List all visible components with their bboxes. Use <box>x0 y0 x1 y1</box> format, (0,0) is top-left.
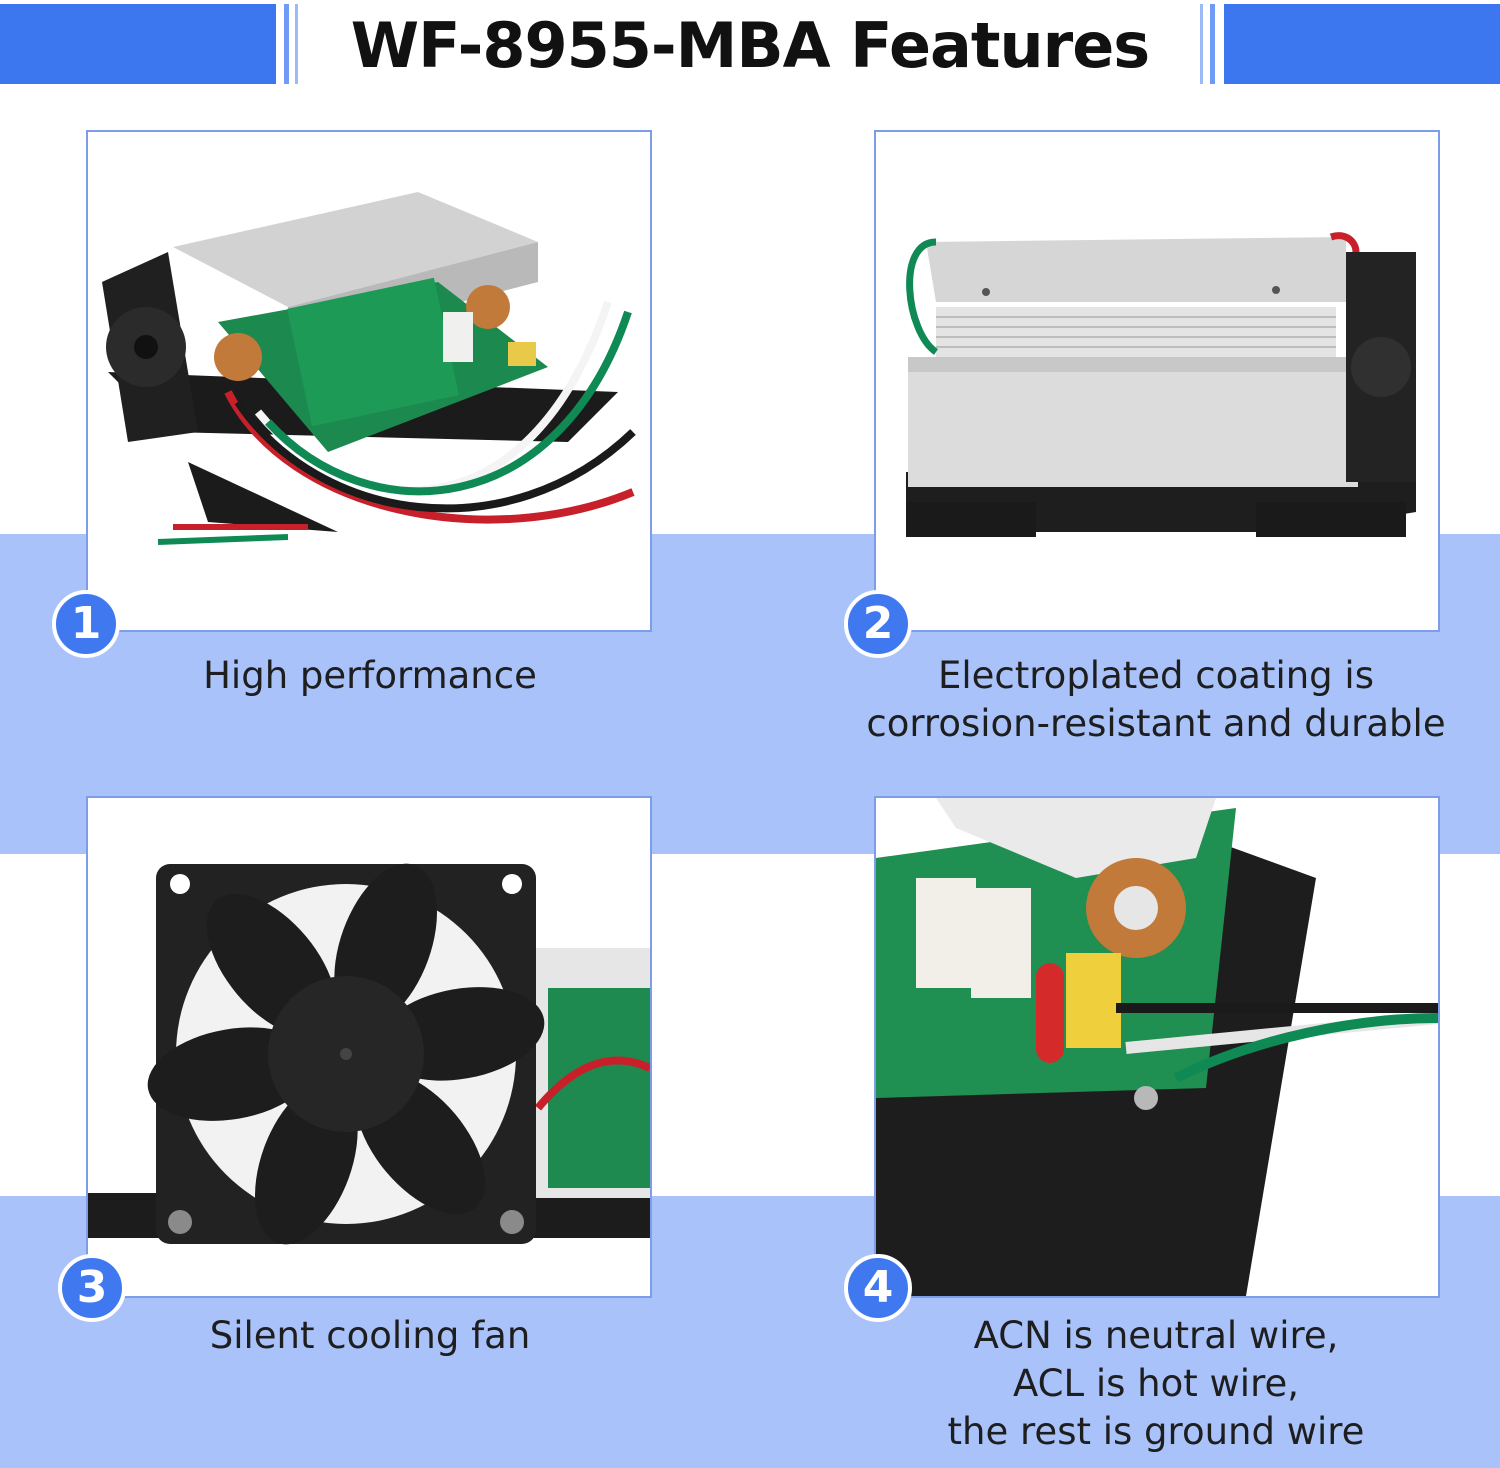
header-stripe <box>284 4 289 84</box>
caption-line: the rest is ground wire <box>947 1410 1365 1453</box>
feature-number-badge: 4 <box>844 1254 912 1322</box>
feature-image-converter <box>86 130 652 632</box>
feature-number-badge: 2 <box>844 590 912 658</box>
header-stripe <box>295 4 298 84</box>
header-stripe <box>1200 4 1203 84</box>
page-title: WF-8955-MBA Features <box>350 9 1150 82</box>
feature-image-fan <box>86 796 652 1298</box>
header-bar-left <box>0 4 276 84</box>
feature-caption: High performance <box>60 652 680 700</box>
caption-line: ACL is hot wire, <box>1012 1362 1299 1405</box>
feature-caption: Electroplated coating is corrosion-resis… <box>846 652 1466 748</box>
caption-line: ACN is neutral wire, <box>973 1314 1339 1357</box>
feature-number-badge: 3 <box>58 1254 126 1322</box>
feature-image-wiring <box>874 796 1440 1298</box>
caption-line: Electroplated coating is <box>938 654 1374 697</box>
caption-line: Silent cooling fan <box>209 1314 531 1357</box>
header-bar-right <box>1224 4 1500 84</box>
caption-line: corrosion-resistant and durable <box>866 702 1446 745</box>
feature-caption: ACN is neutral wire, ACL is hot wire, th… <box>846 1312 1466 1456</box>
feature-image-enclosure <box>874 130 1440 632</box>
feature-number-badge: 1 <box>52 590 120 658</box>
feature-caption: Silent cooling fan <box>60 1312 680 1360</box>
header-stripe <box>1210 4 1215 84</box>
caption-line: High performance <box>203 654 537 697</box>
